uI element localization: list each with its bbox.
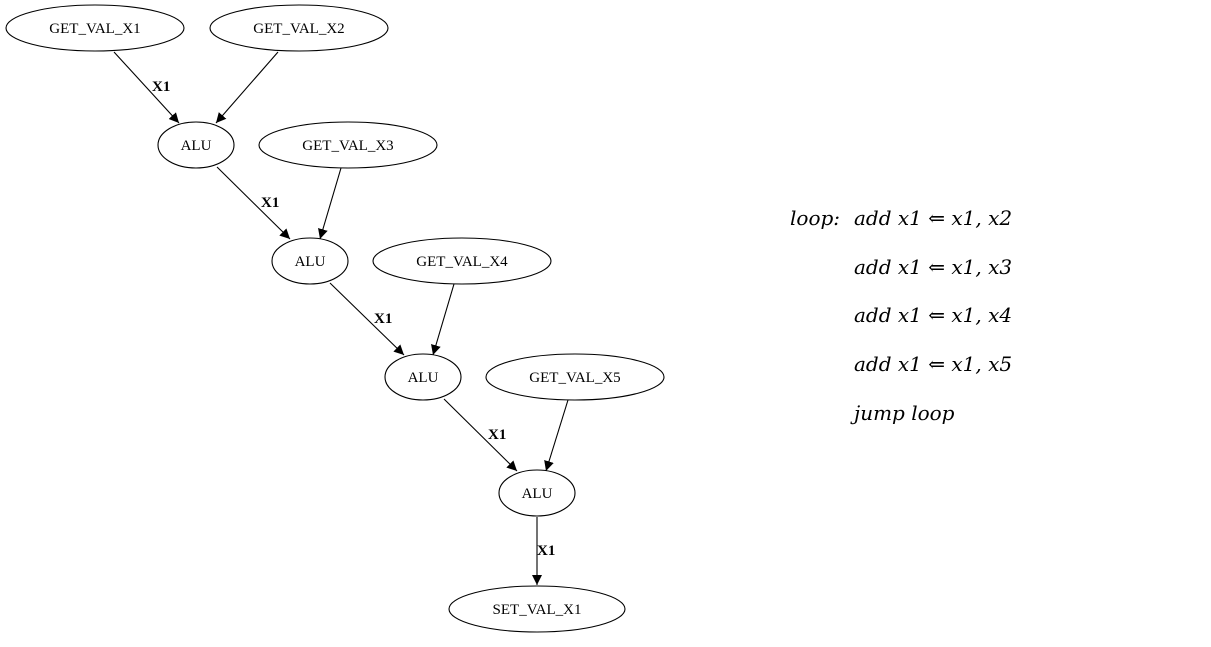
edge-alu3-alu4	[443, 398, 518, 472]
node-get-val-x1: GET_VAL_X1	[5, 4, 185, 52]
svg-text:GET_VAL_X1: GET_VAL_X1	[49, 21, 140, 37]
assembly-instruction: add x1 ⇐ x1, x3	[854, 254, 1013, 279]
node-get-val-x5: GET_VAL_X5	[485, 353, 665, 401]
svg-text:ALU: ALU	[295, 254, 326, 270]
svg-text:ALU: ALU	[522, 486, 553, 502]
assembly-instruction: add x1 ⇐ x1, x2	[854, 206, 1013, 230]
edge-label-alu1-alu2: X1	[261, 195, 279, 211]
edge-get4-alu3	[431, 283, 455, 356]
node-alu-3: ALU	[384, 353, 462, 401]
node-alu-1: ALU	[157, 121, 235, 169]
svg-text:ALU: ALU	[181, 138, 212, 154]
edge-get1-alu1	[113, 51, 180, 124]
edge-alu1-alu2	[216, 166, 291, 240]
svg-text:GET_VAL_X2: GET_VAL_X2	[253, 21, 344, 37]
node-set-val-x1: SET_VAL_X1	[448, 585, 626, 633]
edge-label-alu4-set1: X1	[537, 543, 555, 559]
node-get-val-x2: GET_VAL_X2	[209, 4, 389, 52]
assembly-instruction: add x1 ⇐ x1, x4	[854, 303, 1013, 328]
node-get-val-x3: GET_VAL_X3	[258, 121, 438, 169]
edge-label-alu3-alu4: X1	[488, 427, 506, 443]
assembly-instruction: jump loop	[854, 400, 955, 425]
svg-text:ALU: ALU	[408, 370, 439, 386]
svg-text:GET_VAL_X4: GET_VAL_X4	[416, 254, 508, 270]
assembly-instruction: add x1 ⇐ x1, x5	[854, 352, 1013, 377]
edge-get2-alu1	[215, 51, 279, 124]
dataflow-graph: X1 X1 X1 X1 X1 GET_VAL_X1 GET_VAL_X2 ALU…	[5, 4, 665, 633]
edge-get3-alu2	[318, 167, 342, 240]
edge-get5-alu4	[544, 399, 569, 472]
node-alu-4: ALU	[498, 469, 576, 517]
edge-label-alu2-alu3: X1	[374, 311, 392, 327]
svg-text:SET_VAL_X1: SET_VAL_X1	[493, 602, 582, 618]
node-alu-2: ALU	[271, 237, 349, 285]
loop-label: loop:	[790, 206, 841, 230]
edge-alu2-alu3	[329, 282, 405, 356]
edge-label-get1-alu1: X1	[152, 79, 170, 95]
svg-text:GET_VAL_X5: GET_VAL_X5	[529, 370, 620, 386]
svg-text:GET_VAL_X3: GET_VAL_X3	[302, 138, 393, 154]
node-get-val-x4: GET_VAL_X4	[372, 237, 552, 285]
